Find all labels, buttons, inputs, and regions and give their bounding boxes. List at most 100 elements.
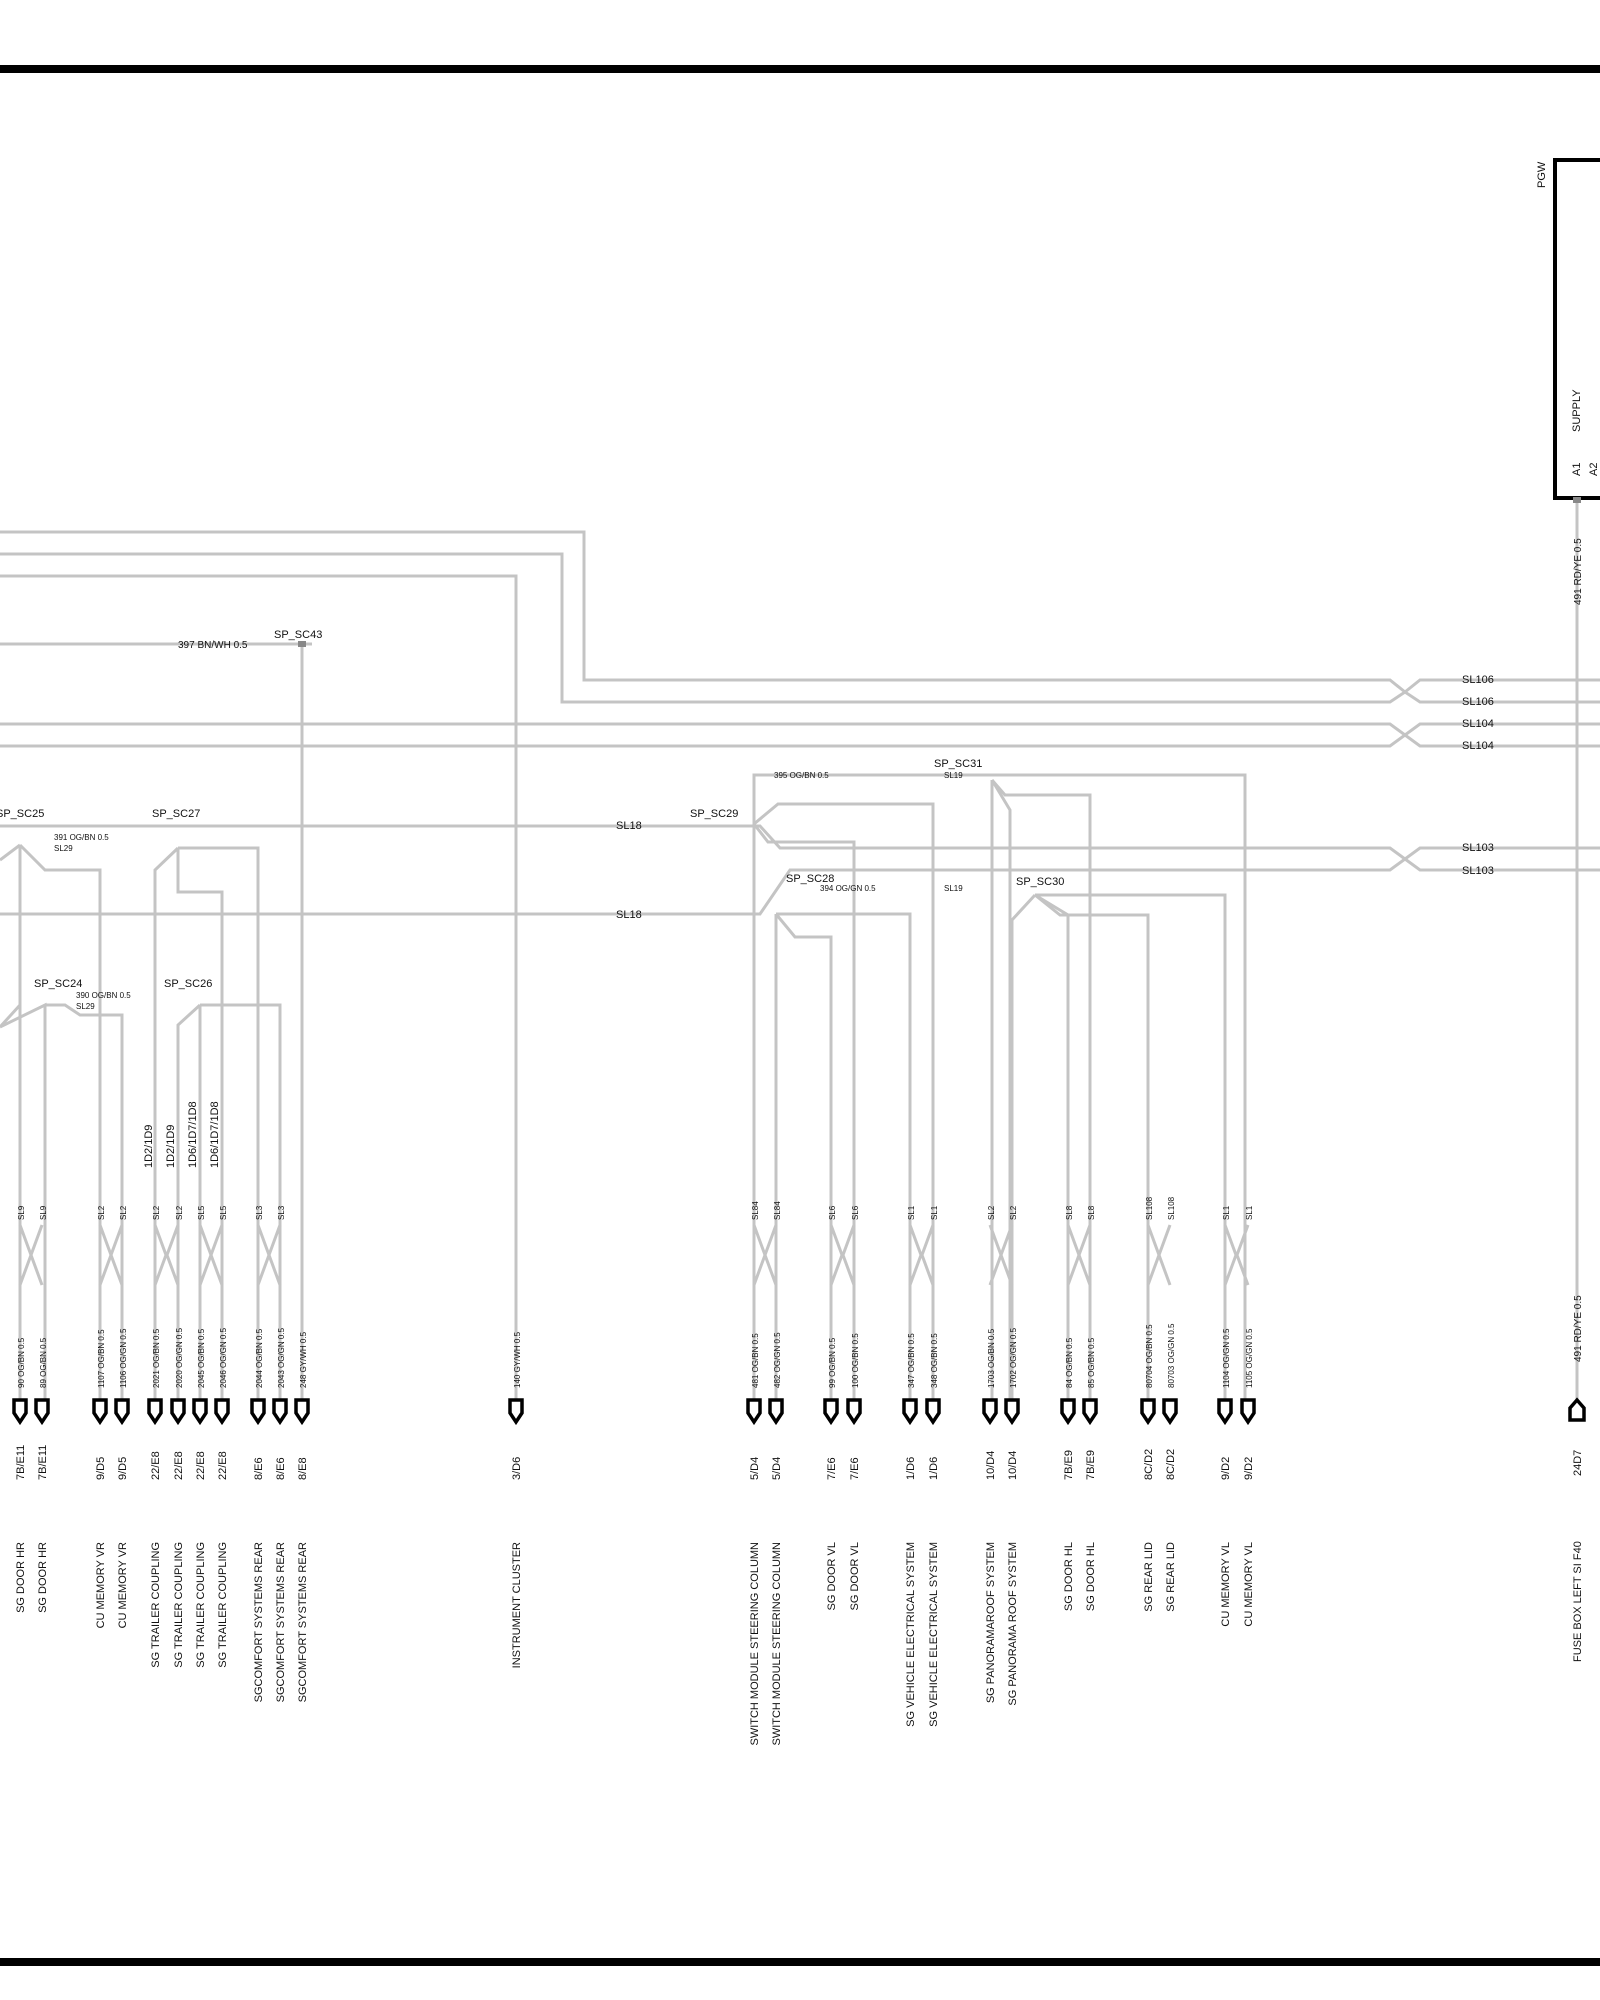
branch-pin: 22/E8 — [195, 1451, 207, 1480]
bus-sl106-label-b: SL106 — [1462, 696, 1494, 708]
splice-sc25-name: SP_SC25 — [0, 808, 44, 820]
twist-segment — [1235, 1224, 1250, 1286]
connector-icon — [214, 1398, 230, 1426]
splice-sc25-sub: SL29 — [54, 844, 73, 853]
branch-wire-label: 2045 OG/BN 0.5 — [197, 1328, 206, 1388]
branch-pin: 7B/E9 — [1085, 1450, 1097, 1480]
pgw-module: PGW SUPPLY A1 A2 — [1536, 158, 1600, 500]
branch-pin: 7B/E9 — [1063, 1450, 1075, 1480]
branch-wire-label: 1702 OG/GN 0.5 — [1009, 1327, 1018, 1388]
twist-segment — [29, 1224, 44, 1286]
bus-sl106-label-a: SL106 — [1462, 674, 1494, 686]
connector-icon — [92, 1398, 108, 1426]
module-pin-label: SUPPLY — [1571, 389, 1583, 432]
splice-sc30-name: SP_SC30 — [1016, 876, 1064, 888]
twist-segment — [908, 1224, 923, 1286]
branch-sl-label: SL2 — [1009, 1205, 1018, 1220]
twist-segment — [165, 1224, 180, 1286]
branch-pin: 3/D6 — [511, 1457, 523, 1480]
twist-segment — [999, 1224, 1014, 1286]
splice-sc24-wire: 390 OG/BN 0.5 — [76, 991, 131, 1000]
right-group-wires — [752, 775, 1247, 1400]
connector-icon — [34, 1398, 50, 1426]
vertical-note: 1D2/1D9 — [143, 1125, 155, 1168]
branch-sl-label: SL1 — [930, 1205, 939, 1220]
branch-sl-label: SL108 — [1145, 1196, 1154, 1220]
branch-label: SGCOMFORT SYSTEMS REAR — [253, 1542, 265, 1702]
connector-icon — [1217, 1398, 1233, 1426]
branch-pin: 10/D4 — [985, 1451, 997, 1480]
branch-label: INSTRUMENT CLUSTER — [511, 1542, 523, 1668]
branch-pin: 1/D6 — [905, 1457, 917, 1480]
branch-wire-label: 84 OG/BN 0.5 — [1065, 1337, 1074, 1388]
supply-pin: 24D7 — [1572, 1450, 1584, 1476]
branch-pin: 5/D4 — [749, 1457, 761, 1480]
splice-sc27-name: SP_SC27 — [152, 808, 200, 820]
connector-icon — [1140, 1398, 1156, 1426]
connector-icon — [114, 1398, 130, 1426]
supply-label: FUSE BOX LEFT SI F40 — [1572, 1541, 1584, 1662]
connector-icon — [1162, 1398, 1178, 1426]
twist-segment — [98, 1224, 113, 1286]
top-wire-label: 397 BN/WH 0.5 — [178, 640, 248, 651]
twist-segment — [1157, 1224, 1172, 1286]
branch-wire-label: 2046 OG/GN 0.5 — [219, 1327, 228, 1388]
branch-sl-label: SL2 — [119, 1205, 128, 1220]
branch-label: SG DOOR HL — [1085, 1542, 1097, 1611]
branch-label: SG DOOR VL — [826, 1542, 838, 1610]
connector-icon — [925, 1398, 941, 1426]
branch-wire-label: 481 OG/BN 0.5 — [751, 1333, 760, 1388]
module-name: PGW — [1536, 161, 1548, 188]
twist-segment — [841, 1224, 856, 1286]
connector-icon — [768, 1398, 784, 1426]
branch-label: CU MEMORY VL — [1243, 1542, 1255, 1627]
twist-segment — [752, 1224, 767, 1286]
branch-label: SG DOOR HR — [15, 1542, 27, 1613]
branch-pin: 9/D5 — [117, 1457, 129, 1480]
branch-pin: 8C/D2 — [1165, 1449, 1177, 1480]
branch-wire-label: 80704 OG/BN 0.5 — [1145, 1324, 1154, 1388]
branch-pin: 8/E6 — [253, 1457, 265, 1480]
branch-sl-label: SL1 — [907, 1205, 916, 1220]
branch-pin: 9/D2 — [1220, 1457, 1232, 1480]
branch-wire-label: 100 OG/BN 0.5 — [851, 1333, 860, 1388]
twist-segment — [1066, 1224, 1081, 1286]
connector-icon — [170, 1398, 186, 1426]
twist-segment — [153, 1224, 168, 1286]
branch-sl-label: SL8 — [1065, 1205, 1074, 1220]
bus-sl103-label-b: SL103 — [1462, 865, 1494, 877]
twist-segment — [1146, 1224, 1161, 1286]
branch-pin: 7B/E11 — [37, 1445, 49, 1480]
vertical-note: 1D6/1D7/1D8 — [209, 1101, 221, 1168]
twist-segment — [267, 1224, 282, 1286]
branch-sl-label: SL2 — [175, 1205, 184, 1220]
connector-icon — [12, 1398, 28, 1426]
branch-label: SGCOMFORT SYSTEMS REAR — [275, 1542, 287, 1702]
bus-sl104-label-a: SL104 — [1462, 718, 1494, 730]
twist-segment — [920, 1224, 935, 1286]
splice-sc25-wire: 391 OG/BN 0.5 — [54, 833, 109, 842]
connector-icon — [192, 1398, 208, 1426]
branch-label: SG PANORAMAROOF SYSTEM — [985, 1542, 997, 1703]
branch-pin: 8/E8 — [297, 1457, 309, 1480]
branch-sl-label: SL6 — [828, 1205, 837, 1220]
branch-wire-label: 1703 OG/BN 0.5 — [987, 1328, 996, 1388]
branch-pin: 9/D2 — [1243, 1457, 1255, 1480]
twist-segment — [1077, 1224, 1092, 1286]
branch-wire-label: 2044 OG/BN 0.5 — [255, 1328, 264, 1388]
branch-sl-label: SL2 — [152, 1205, 161, 1220]
branch-wire-label: 1106 OG/GN 0.5 — [119, 1328, 128, 1388]
branch-label: SWITCH MODULE STEERING COLUMN — [749, 1542, 761, 1746]
branch-label: SG DOOR VL — [849, 1542, 861, 1610]
splice-sc28-name: SP_SC28 — [786, 873, 834, 885]
branch-pin: 7/E6 — [849, 1457, 861, 1480]
branch-wire-label: 1105 OG/GN 0.5 — [1245, 1328, 1254, 1388]
branch-wire-label: 1107 OG/BN 0.5 — [97, 1329, 106, 1388]
branch-sl-label: SL84 — [751, 1201, 760, 1220]
branch-label: SG DOOR HL — [1063, 1542, 1075, 1611]
branch-wire-label: 347 OG/BN 0.5 — [907, 1333, 916, 1388]
connector-icon — [902, 1398, 918, 1426]
branch-wire-label: 89 OG/BN 0.5 — [39, 1337, 48, 1388]
